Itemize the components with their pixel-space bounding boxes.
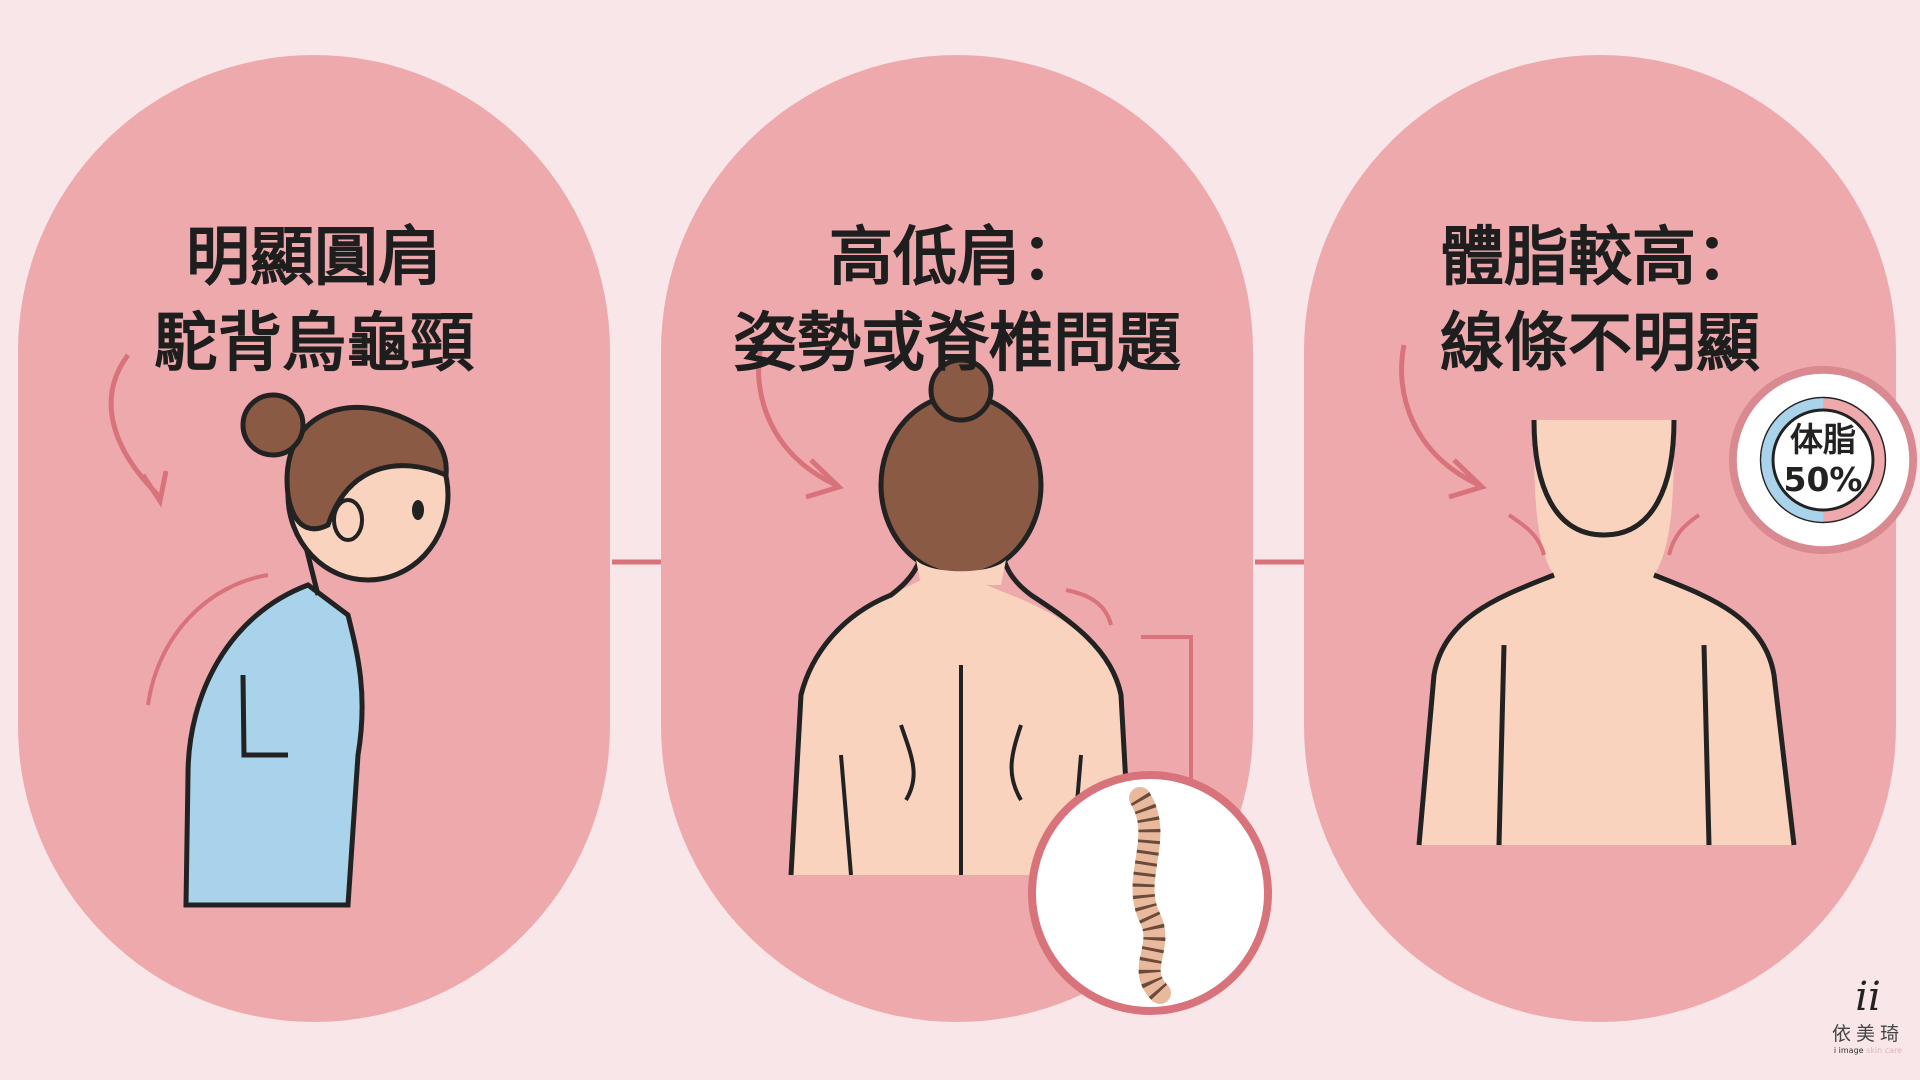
- donut-fat-arc: [1761, 398, 1885, 522]
- body-fat-value: 50%: [1783, 460, 1863, 499]
- torso-illustration: [1399, 344, 1797, 846]
- hunched-woman-illustration: [108, 353, 451, 908]
- title-line-1: 高低肩：: [829, 221, 1085, 295]
- back-view-illustration: [756, 344, 1193, 876]
- panel-title: 體脂較高： 線條不明顯: [1304, 215, 1896, 387]
- title-line-1: 明顯圓肩: [186, 221, 442, 295]
- title-line-2: 駝背烏龜頸: [154, 307, 474, 381]
- title-line-2: 姿勢或脊椎問題: [733, 307, 1181, 381]
- logo-sub-dark: i image: [1833, 1046, 1864, 1055]
- logo-name: 依美琦: [1831, 1023, 1904, 1045]
- body-fat-label: 体脂 50%: [1725, 420, 1920, 500]
- logo-mark-text: ii: [1855, 974, 1881, 1020]
- panel-rounded-shoulders: 明顯圓肩 駝背烏龜頸: [18, 55, 610, 1022]
- panel-title: 明顯圓肩 駝背烏龜頸: [18, 215, 610, 387]
- title-line-2: 線條不明顯: [1440, 307, 1760, 381]
- panel-title: 高低肩： 姿勢或脊椎問題: [661, 215, 1253, 387]
- title-line-1: 體脂較高：: [1440, 221, 1760, 295]
- curved-arrow-icon: [1399, 344, 1481, 488]
- curved-arrow-icon: [756, 344, 838, 488]
- spine-icon: [1028, 771, 1272, 1015]
- body-fat-donut-chart: [1728, 365, 1918, 555]
- logo-subtitle: i image skin care: [1828, 1046, 1908, 1055]
- body-fat-title: 体脂: [1790, 420, 1856, 459]
- logo-mark: ii: [1828, 975, 1908, 1019]
- brand-logo: ii 依美琦 i image skin care: [1828, 975, 1908, 1055]
- logo-sub-light: skin care: [1866, 1046, 1903, 1055]
